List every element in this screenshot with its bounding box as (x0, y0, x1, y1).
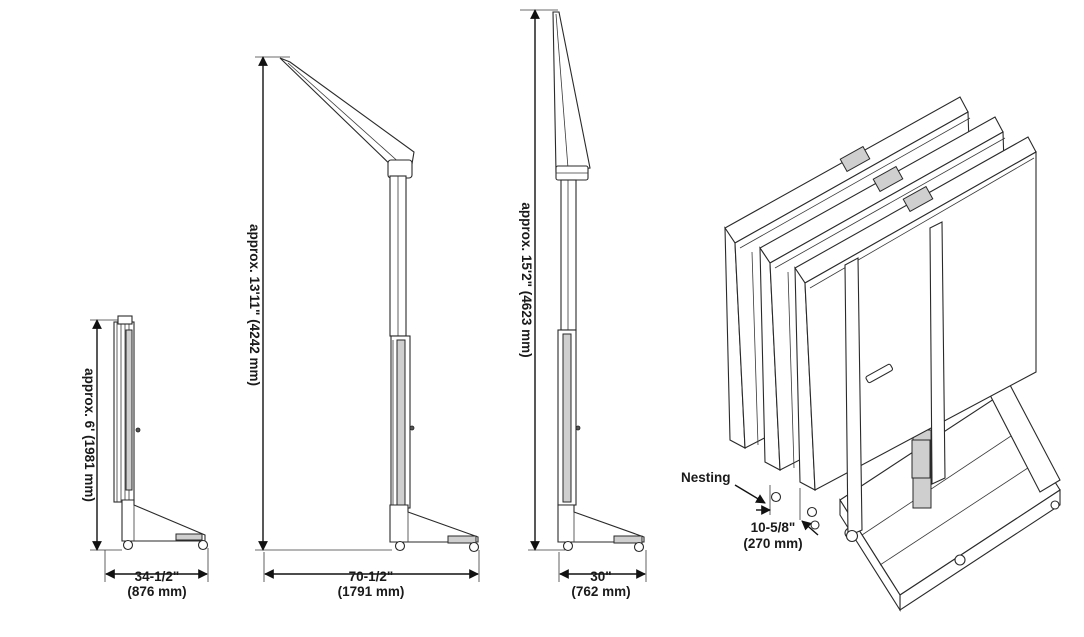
upright-width-label: 30" (590, 569, 611, 584)
folded-width-metric-label: (876 mm) (127, 584, 186, 599)
folded-height-label: approx. 6' (1981 mm) (82, 368, 97, 502)
extended-upright-view: approx. 15'2" (4623 mm) 30" (762 (519, 9, 647, 599)
angled-height-label: approx. 13'11" (4242 mm) (247, 224, 262, 386)
extended-angled-view: approx. 13'11" (4242 mm) 70-1/2" (247, 56, 480, 599)
angled-width-label: 70-1/2" (349, 569, 394, 584)
nesting-label: Nesting (681, 470, 731, 485)
angled-width-metric-label: (1791 mm) (338, 584, 405, 599)
nested-panel-front (794, 136, 1037, 543)
upright-height-label: approx. 15'2" (4623 mm) (519, 202, 534, 357)
folded-unit-illustration (113, 315, 209, 551)
spacing-metric-label: (270 mm) (743, 536, 802, 551)
upright-unit-illustration (552, 11, 645, 553)
upright-width-metric-label: (762 mm) (571, 584, 630, 599)
angled-unit-illustration (279, 57, 480, 553)
nesting-arrow (734, 484, 766, 504)
folded-width-label: 34-1/2" (135, 569, 180, 584)
nested-view: Nesting 10-5/8" (270 mm) (681, 96, 1061, 612)
spacing-label: 10-5/8" (751, 520, 796, 535)
folded-view: approx. 6' (1981 mm) 34-1/2" (876 mm) (82, 315, 209, 599)
spacing-arrow-right (801, 520, 819, 536)
